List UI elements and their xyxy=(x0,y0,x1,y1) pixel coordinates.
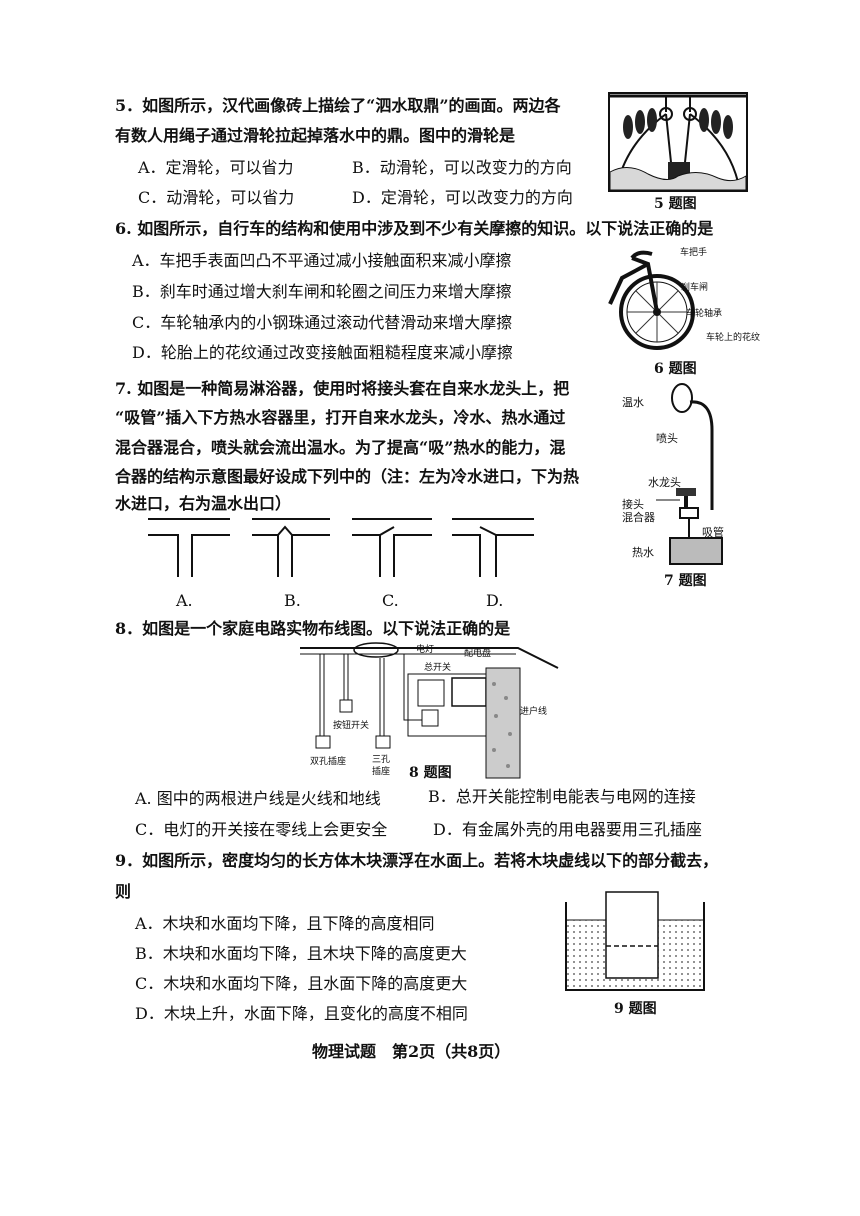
q9-stem-line1: 9．如图所示，密度均匀的长方体木块漂浮在水面上。若将木块虚线以下的部分截去， xyxy=(115,851,719,870)
q8-circuit-figure xyxy=(300,642,559,779)
page-footer: 物理试题 第2页（共8页） xyxy=(312,1042,511,1061)
q9-figure-caption: 9 题图 xyxy=(614,1001,657,1017)
q8-option-c: C．电灯的开关接在零线上会更安全 xyxy=(135,820,388,839)
q5-option-b: B．动滑轮，可以改变力的方向 xyxy=(352,158,572,177)
q6-label-brake: 刹车闸 xyxy=(681,283,709,293)
q5-option-d: D．定滑轮，可以改变力的方向 xyxy=(352,188,573,207)
q6-option-a: A．车把手表面凹凸不平通过减小接触面积来减小摩擦 xyxy=(132,251,512,270)
q8-label-button-switch: 按钮开关 xyxy=(333,721,370,731)
q7-stem-line3: 混合器混合，喷头就会流出温水。为了提高“吸”热水的能力，混 xyxy=(115,438,566,457)
q5-stem-line2: 有数人用绳子通过滑轮拉起掉落水中的鼎。图中的滑轮是 xyxy=(115,126,516,145)
q9-option-c: C．木块和水面均下降，且水面下降的高度更大 xyxy=(135,974,468,993)
q6-option-d: D．轮胎上的花纹通过改变接触面粗糙程度来减小摩擦 xyxy=(132,343,513,362)
q8-stem: 8．如图是一个家庭电路实物布线图。以下说法正确的是 xyxy=(115,619,511,638)
q7-label-warm-water: 温水 xyxy=(622,396,644,409)
q6-option-b: B．刹车时通过增大刹车闸和轮圈之间压力来增大摩擦 xyxy=(132,282,512,301)
q8-figure-caption: 8 题图 xyxy=(409,765,452,781)
q6-figure-caption: 6 题图 xyxy=(654,361,697,377)
q7-label-joint: 接头 xyxy=(622,498,644,511)
q7-stem-line1: 7. 如图是一种简易淋浴器，使用时将接头套在自来水龙头上，把 xyxy=(115,379,570,398)
q5-option-c: C．动滑轮，可以省力 xyxy=(138,188,295,207)
q6-option-c: C．车轮轴承内的小钢珠通过滚动代替滑动来增大摩擦 xyxy=(132,313,513,332)
q5-pulley-figure xyxy=(608,92,748,192)
q9-option-a: A．木块和水面均下降，且下降的高度相同 xyxy=(135,914,435,933)
q7-option-b-label: B. xyxy=(284,591,301,610)
q7-figure-caption: 7 题图 xyxy=(664,573,707,589)
q8-label-main-switch: 总开关 xyxy=(424,663,452,673)
q7-label-faucet: 水龙头 xyxy=(648,476,681,489)
q8-label-three-hole-1: 三孔 xyxy=(372,755,391,765)
q6-stem: 6. 如图所示，自行车的结构和使用中涉及到不少有关摩擦的知识。以下说法正确的是 xyxy=(115,219,714,238)
q5-stem-line1: 5．如图所示，汉代画像砖上描绘了“泗水取鼎”的画面。两边各 xyxy=(115,96,561,115)
q8-option-d: D．有金属外壳的用电器要用三孔插座 xyxy=(433,820,702,839)
q9-option-d: D．木块上升，水面下降，且变化的高度不相同 xyxy=(135,1004,468,1023)
q7-mixer-options-figure xyxy=(148,518,534,577)
q7-label-hot-water: 热水 xyxy=(632,546,654,559)
q7-label-straw: 吸管 xyxy=(702,526,724,539)
q7-option-c-label: C. xyxy=(382,591,399,610)
q9-stem-line2: 则 xyxy=(115,882,132,901)
q6-bicycle-figure xyxy=(608,250,695,350)
q7-shower-figure xyxy=(656,383,723,565)
q7-stem-line4: 合器的结构示意图最好设成下列中的（注：左为冷水进口，下为热 xyxy=(115,467,580,486)
q8-label-lamp: 电灯 xyxy=(416,645,435,655)
q6-label-bearing: 车轮轴承 xyxy=(686,309,723,319)
q7-option-a-label: A. xyxy=(176,591,193,610)
q6-label-tread: 车轮上的花纹 xyxy=(706,333,761,343)
q8-label-distribution-board: 配电盘 xyxy=(464,649,492,659)
q8-option-a: A. 图中的两根进户线是火线和地线 xyxy=(135,789,381,808)
q7-stem-line5: 水进口，右为温水出口） xyxy=(115,494,292,513)
q7-label-mixer: 混合器 xyxy=(622,511,655,524)
q7-label-nozzle: 喷头 xyxy=(656,432,678,445)
q9-option-b: B．木块和水面均下降，且木块下降的高度更大 xyxy=(135,944,467,963)
q7-stem-line2: “吸管”插入下方热水容器里，打开自来水龙头，冷水、热水通过 xyxy=(115,408,566,427)
q8-label-service-line: 进户线 xyxy=(520,707,548,717)
q6-label-handlebar: 车把手 xyxy=(680,248,708,258)
q8-label-two-hole-socket: 双孔插座 xyxy=(310,757,347,767)
q5-option-a: A．定滑轮，可以省力 xyxy=(138,158,294,177)
q5-figure-caption: 5 题图 xyxy=(654,196,697,212)
q7-option-d-label: D. xyxy=(486,591,504,610)
q8-option-b: B．总开关能控制电能表与电网的连接 xyxy=(428,787,696,806)
q9-floating-block-figure xyxy=(565,891,705,991)
q8-label-three-hole-2: 插座 xyxy=(372,767,391,777)
